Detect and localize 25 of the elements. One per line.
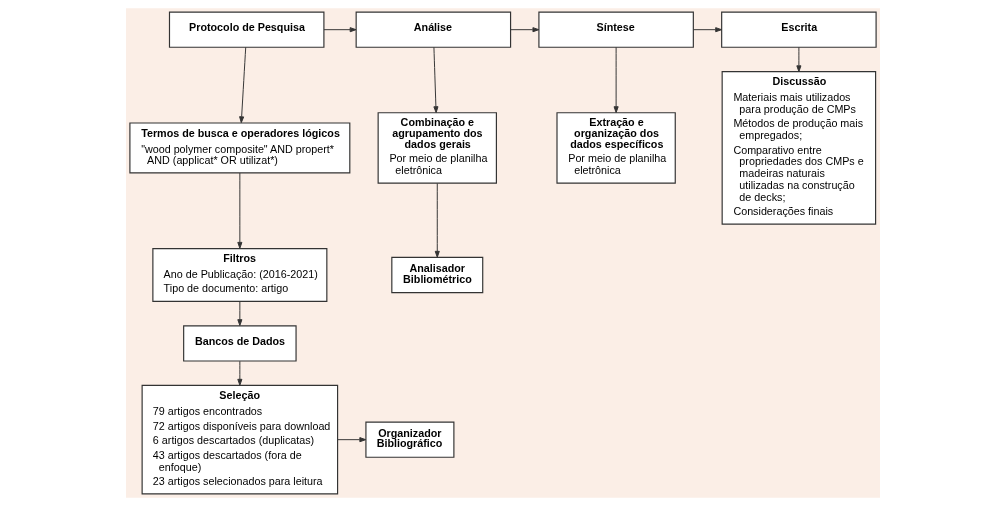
arrow: [433, 46, 439, 114]
node-box: Escrita: [721, 11, 877, 48]
node-box: Analisador Bibliométrico: [391, 256, 484, 294]
arrow: [337, 437, 367, 443]
node-box: Termos de busca e operadores lógicos "wood polymer composite" AND propert* AND (applicat* OR utilizat*): [129, 122, 351, 174]
node-box: Extração e organização dos dados específicos Por meio de planilha eletrônica: [556, 112, 676, 184]
node-box: Síntese: [538, 11, 694, 48]
arrow: [323, 27, 357, 33]
arrow: [434, 182, 440, 258]
node-box: Organizador Bibliográfico: [365, 421, 455, 458]
node-box: Discussão Materiais mais utilizados para produção de CMPs Métodos de produção mais empregados; Comparativo entre propriedades dos CMPs e madeiras naturais utilizadas na construção de decks; Considerações finais: [721, 71, 877, 225]
node-box: Filtros Ano de Publicação: (2016-2021) Tipo de documento: artigo: [152, 248, 328, 302]
arrow: [796, 46, 802, 73]
node-box: Combinação e agrupamento dos dados gerais Por meio de planilha eletrônica: [377, 112, 497, 184]
node-box: Seleção 79 artigos encontrados 72 artigos disponíveis para download 6 artigos descartados (duplicatas) 43 artigos descartados (fora de enfoque) 23 artigos selecionados para leitura: [141, 384, 339, 495]
arrow: [693, 27, 723, 33]
node-box: Protocolo de Pesquisa: [168, 11, 325, 48]
arrow: [237, 360, 243, 386]
node-box: Bancos de Dados: [183, 325, 297, 362]
arrow: [237, 301, 243, 326]
arrow: [239, 46, 247, 124]
node-box: Análise: [355, 11, 512, 48]
arrow: [510, 27, 540, 33]
arrow: [613, 46, 619, 114]
arrow: [237, 172, 243, 249]
